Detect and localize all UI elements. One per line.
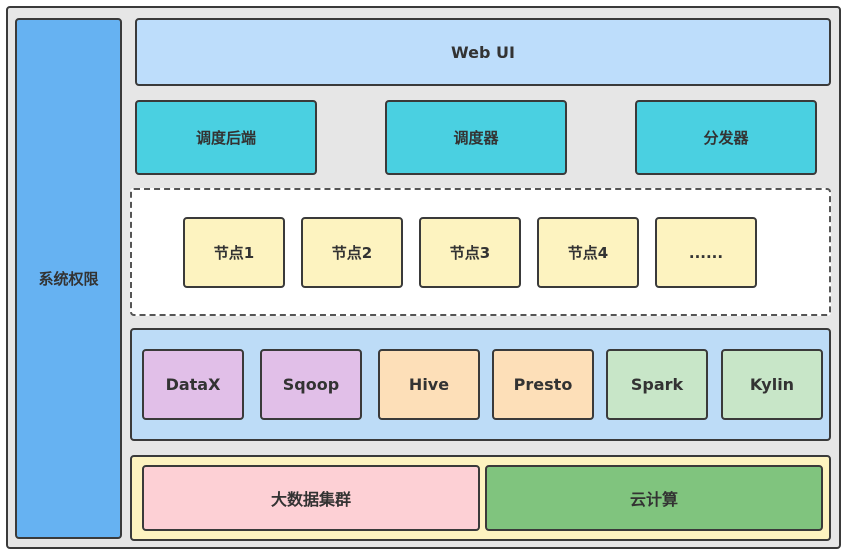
tool-box: DataX bbox=[142, 349, 244, 420]
cloud-computing-box: 云计算 bbox=[485, 465, 823, 531]
service-label: 分发器 bbox=[703, 129, 749, 147]
node-box-more: ...... bbox=[655, 217, 757, 288]
node-box: 节点1 bbox=[183, 217, 285, 288]
service-label: 调度后端 bbox=[195, 129, 256, 147]
infra-label: 云计算 bbox=[629, 490, 678, 509]
bigdata-cluster-box: 大数据集群 bbox=[142, 465, 480, 531]
tool-box: Presto bbox=[492, 349, 594, 420]
node-label: ...... bbox=[688, 243, 724, 262]
tool-box: Sqoop bbox=[260, 349, 362, 420]
scheduler-backend-box: 调度后端 bbox=[135, 100, 317, 175]
system-permission-label: 系统权限 bbox=[38, 270, 99, 288]
web-ui-box: Web UI bbox=[135, 18, 831, 86]
node-label: 节点1 bbox=[213, 244, 255, 262]
node-box: 节点3 bbox=[419, 217, 521, 288]
node-box: 节点2 bbox=[301, 217, 403, 288]
node-label: 节点3 bbox=[449, 244, 491, 262]
tools-group bbox=[130, 328, 831, 441]
dispatcher-box: 分发器 bbox=[635, 100, 817, 175]
tool-label: Spark bbox=[630, 375, 684, 394]
tool-box: Spark bbox=[606, 349, 708, 420]
web-ui-label: Web UI bbox=[451, 42, 515, 62]
infra-label: 大数据集群 bbox=[270, 490, 351, 509]
tool-box: Hive bbox=[378, 349, 480, 420]
tool-box: Kylin bbox=[721, 349, 823, 420]
tool-label: Sqoop bbox=[282, 375, 340, 394]
tool-label: Kylin bbox=[749, 375, 795, 394]
tool-label: Presto bbox=[513, 375, 573, 394]
scheduler-box: 调度器 bbox=[385, 100, 567, 175]
node-box: 节点4 bbox=[537, 217, 639, 288]
tool-label: Hive bbox=[408, 375, 450, 394]
service-label: 调度器 bbox=[453, 129, 499, 147]
tool-label: DataX bbox=[165, 375, 221, 394]
system-permission-box: 系统权限 bbox=[15, 18, 122, 539]
node-label: 节点4 bbox=[567, 244, 609, 262]
node-label: 节点2 bbox=[331, 244, 373, 262]
